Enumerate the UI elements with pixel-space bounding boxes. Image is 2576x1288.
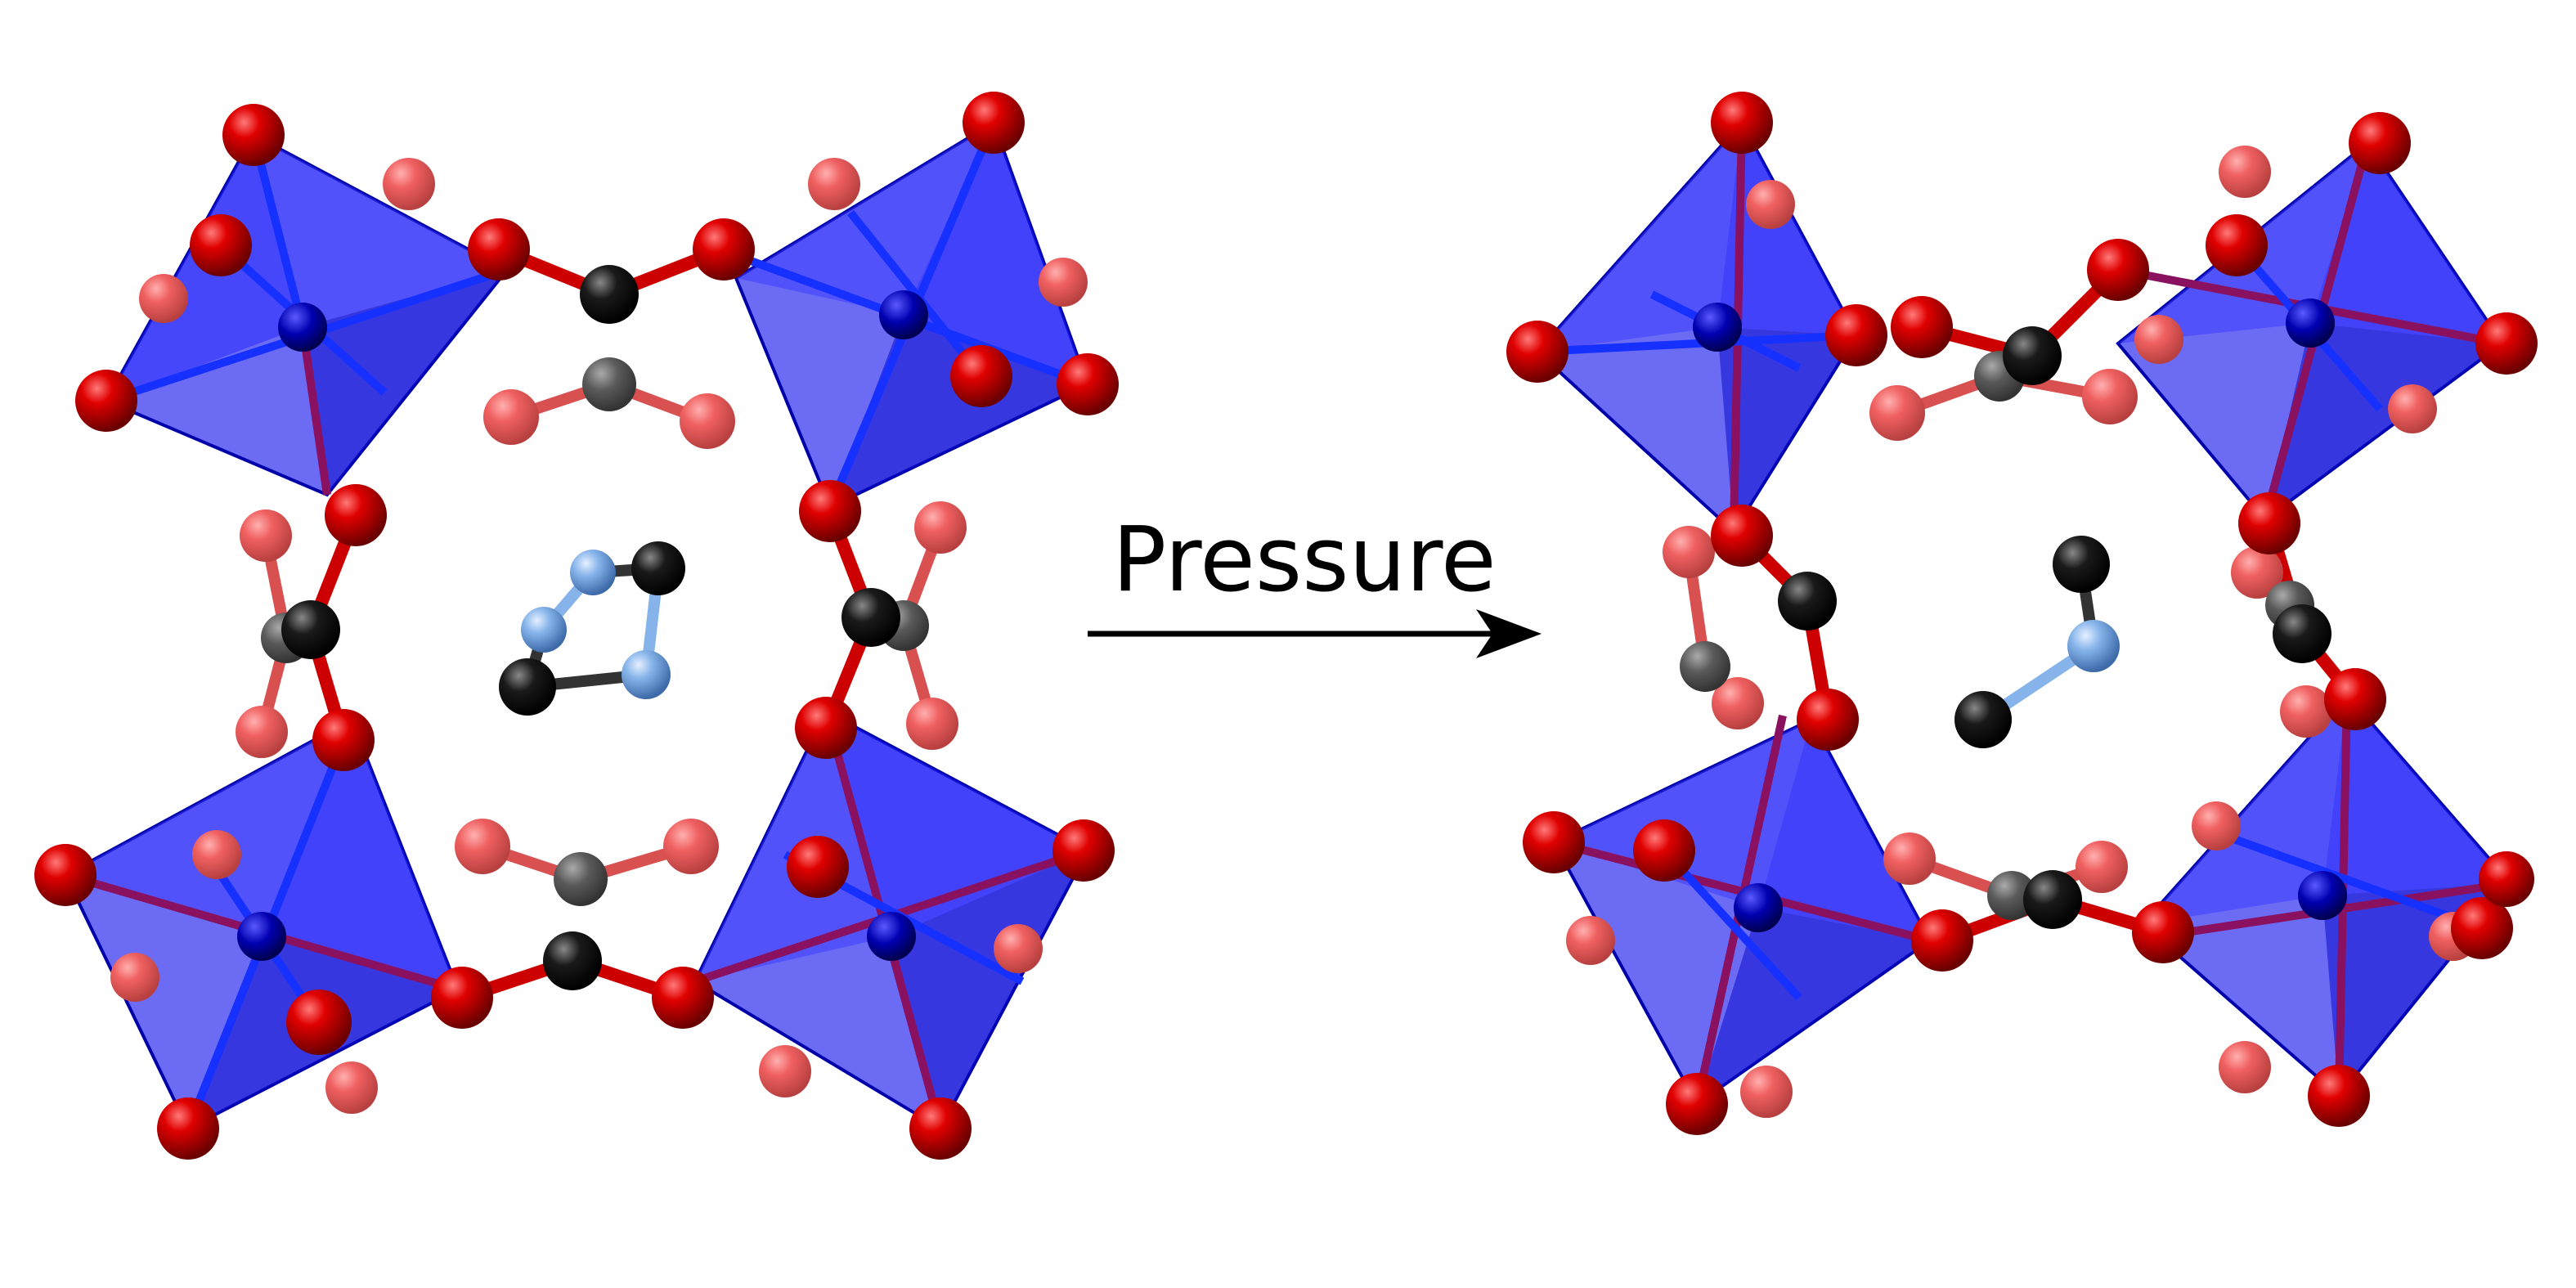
guest-molecule-after <box>1954 536 2120 748</box>
octahedron-bottom-left-compressed <box>1551 714 1932 1106</box>
oxygen-atoms <box>34 92 1119 1160</box>
octahedron-bottom-right-compressed <box>2140 692 2513 1098</box>
carbon-atoms <box>281 265 900 990</box>
framework-after-compression <box>1506 92 2538 1135</box>
arrow-label: Pressure <box>1112 507 1497 612</box>
octahedron-bottom-left <box>63 717 460 1131</box>
back-oxygen-atoms-compressed <box>1566 146 2478 1118</box>
guest-molecule-before <box>499 541 685 716</box>
octahedron-bottom-right <box>693 709 1090 1131</box>
carbon-atoms-compressed <box>1778 326 2331 929</box>
octahedron-top-right <box>718 120 1090 509</box>
octahedron-top-left-compressed <box>1535 119 1859 535</box>
oxygen-atoms-compressed <box>1506 92 2538 1135</box>
back-oxygen-atoms <box>110 158 1088 1114</box>
arrow-head <box>1476 609 1542 658</box>
pressure-arrow: Pressure <box>1088 507 1542 658</box>
framework-before-compression <box>34 92 1119 1160</box>
